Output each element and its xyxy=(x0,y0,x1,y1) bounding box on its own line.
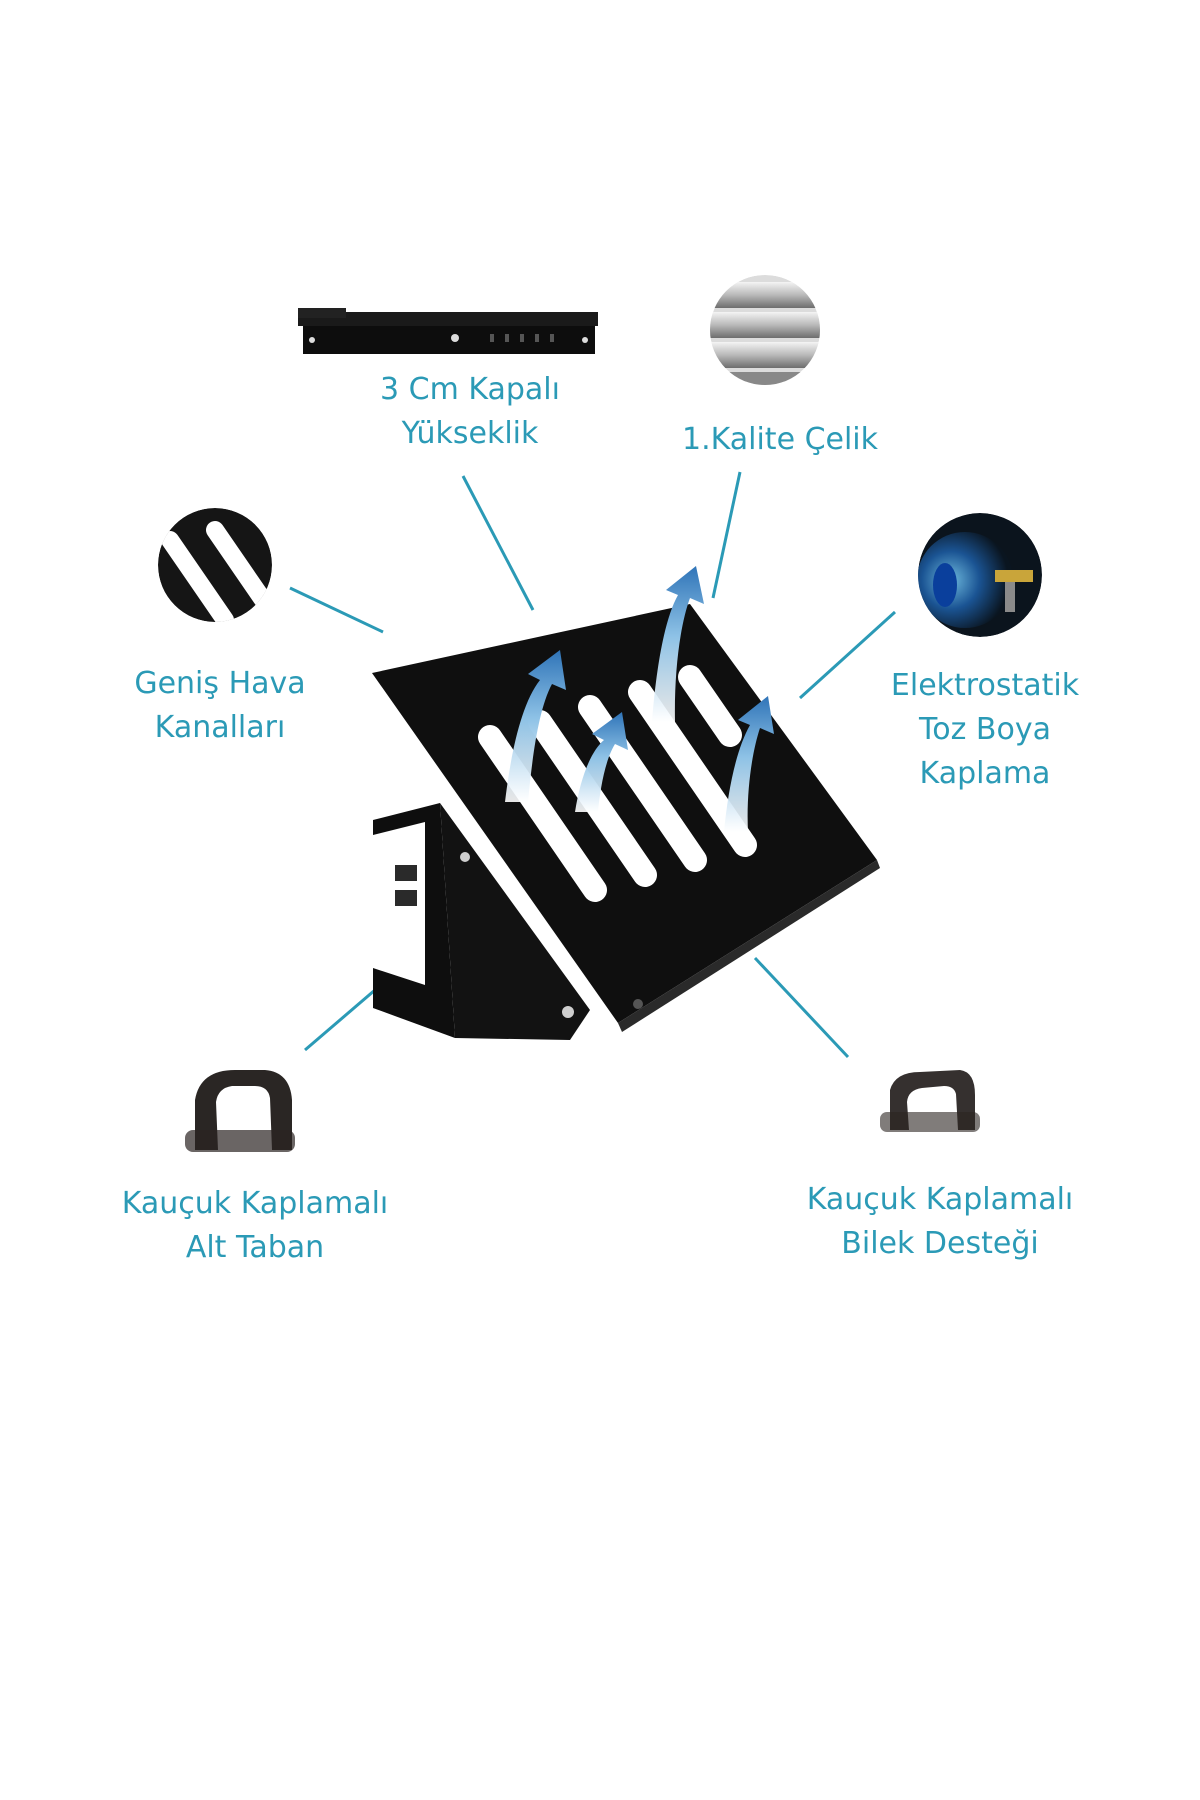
spray-gun-thumbnail xyxy=(918,513,1042,637)
feature-label-steel: 1.Kalite Çelik xyxy=(665,418,895,462)
feature-label-rubber-base: Kauçuk Kaplamalı Alt Taban xyxy=(115,1182,395,1270)
height-line2: Yükseklik xyxy=(401,416,539,451)
feature-label-air-channels: Geniş Hava Kanalları xyxy=(120,662,320,750)
airflow-arrow-icon xyxy=(505,566,774,832)
air-channels-line1: Geniş Hava xyxy=(134,666,306,701)
powder-coating-line3: Kaplama xyxy=(919,756,1051,791)
wrist-support-line1: Kauçuk Kaplamalı xyxy=(806,1182,1074,1217)
powder-coating-line2: Toz Boya xyxy=(919,712,1051,747)
feature-label-wrist-support: Kauçuk Kaplamalı Bilek Desteği xyxy=(800,1178,1080,1266)
powder-coating-line1: Elektrostatik xyxy=(890,668,1080,703)
wrist-support-line2: Bilek Desteği xyxy=(841,1226,1039,1261)
rubber-base-thumbnail xyxy=(185,1070,295,1152)
feature-label-height: 3 Cm Kapalı Yükseklik xyxy=(360,368,580,456)
air-channels-line2: Kanalları xyxy=(154,710,286,745)
rubber-base-line1: Kauçuk Kaplamalı xyxy=(121,1186,389,1221)
steel-line1: 1.Kalite Çelik xyxy=(681,422,879,457)
folded-stand-thumbnail xyxy=(298,308,598,354)
feature-label-powder-coating: Elektrostatik Toz Boya Kaplama xyxy=(875,664,1095,796)
rubber-wrist-thumbnail xyxy=(880,1070,980,1132)
steel-bars-thumbnail xyxy=(710,275,820,385)
height-line1: 3 Cm Kapalı xyxy=(380,372,560,407)
air-slots-thumbnail xyxy=(158,508,272,622)
laptop-stand-product xyxy=(372,604,880,1040)
rubber-base-line2: Alt Taban xyxy=(185,1230,325,1265)
